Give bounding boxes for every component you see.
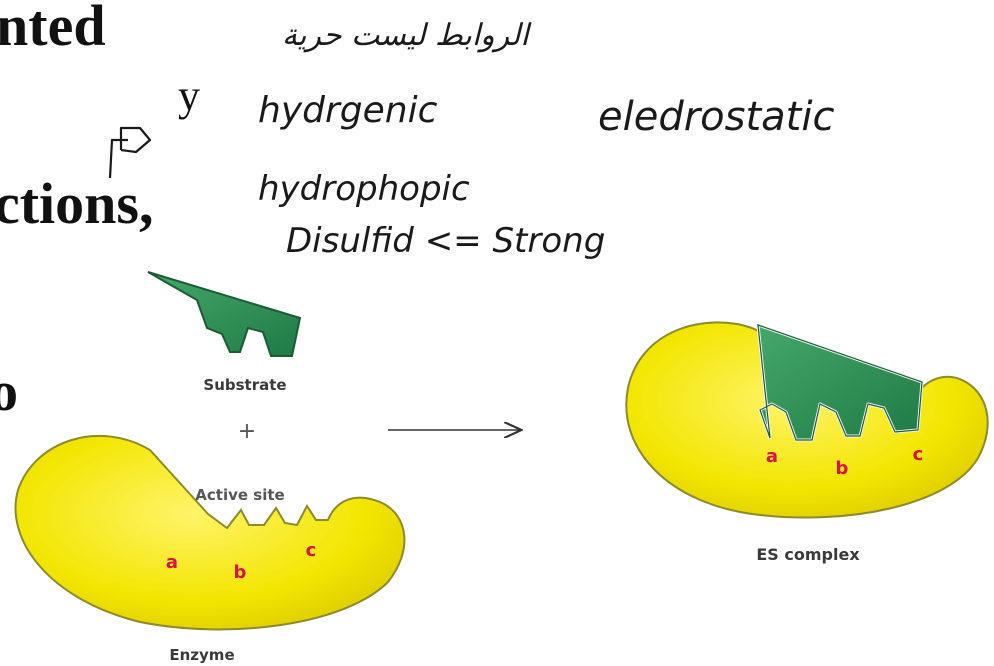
note-hydrogenic: hydrgenic [258, 90, 438, 131]
substrate-shape [148, 272, 300, 356]
plus-sign: + [238, 419, 256, 444]
active-site-label: Active site [195, 486, 284, 504]
enzyme-shape [16, 436, 405, 630]
site-label-b: b [234, 562, 247, 583]
note-hydrophobic: hydrophopic [258, 169, 470, 209]
site-label-c: c [306, 540, 317, 561]
es-site-label-c: c [913, 444, 924, 465]
note-electrostatic: eledrostatic [598, 94, 834, 140]
note-disulfide: Disulfid <= Strong [286, 221, 605, 261]
enzyme-label: Enzyme [169, 646, 234, 664]
hand-drawn-arrow-icon [110, 128, 150, 178]
note-arabic: الروابط ليست حرية [282, 18, 532, 53]
site-label-a: a [166, 552, 178, 573]
es-site-label-a: a [766, 446, 778, 467]
es-complex-label: ES complex [756, 545, 860, 564]
substrate-label: Substrate [203, 376, 286, 394]
es-site-label-b: b [836, 458, 849, 479]
